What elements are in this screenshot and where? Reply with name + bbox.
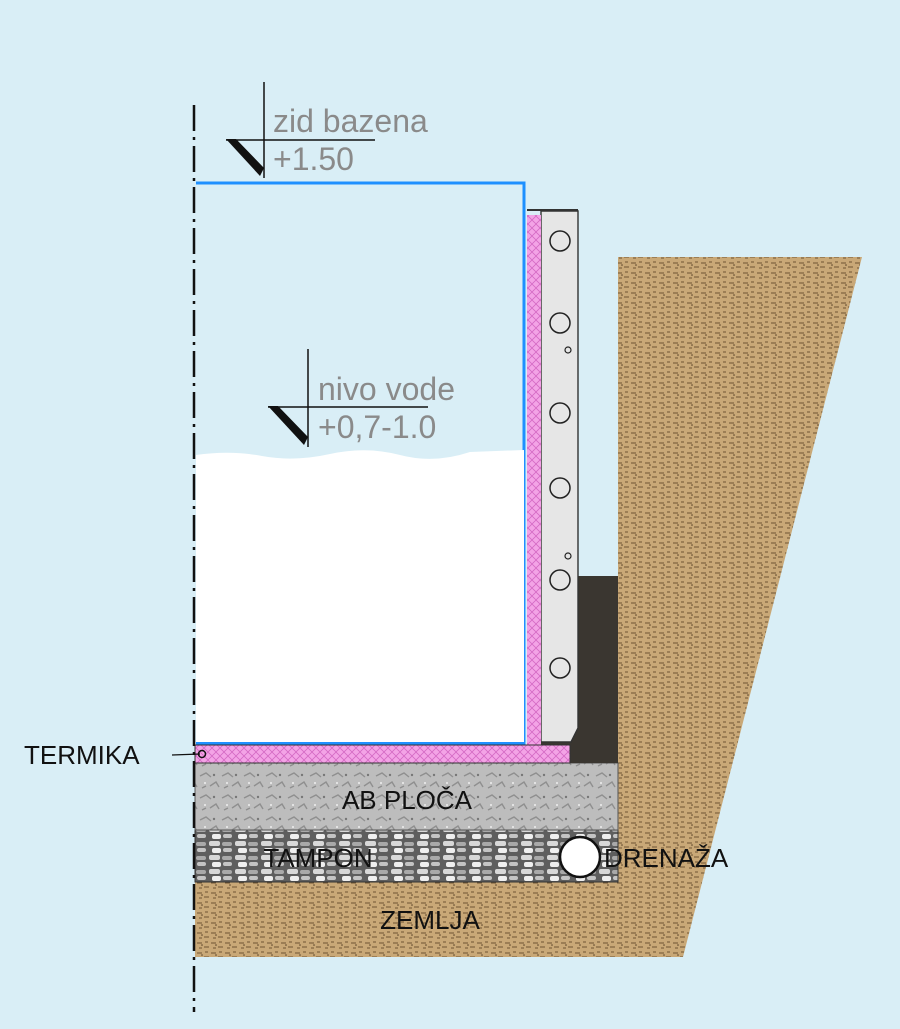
panel-hole bbox=[564, 346, 572, 354]
drainage-label: DRENAŽA bbox=[604, 843, 729, 873]
water-level-name: nivo vode bbox=[318, 371, 455, 407]
soil-layer bbox=[195, 257, 862, 957]
panel-hole bbox=[549, 402, 571, 424]
gravel-label: TAMPON bbox=[263, 843, 372, 873]
panel-hole bbox=[549, 477, 571, 499]
slab-label: AB PLOČA bbox=[342, 785, 473, 815]
water-body bbox=[196, 450, 524, 742]
insulation-leader-dot bbox=[197, 749, 207, 759]
concrete-slab bbox=[194, 762, 619, 831]
insulation-leader bbox=[171, 753, 201, 756]
gravel-layer bbox=[194, 829, 619, 883]
panel-hole bbox=[549, 569, 571, 591]
panel-hole bbox=[564, 552, 572, 560]
panel-hole bbox=[549, 312, 571, 334]
water-level-value: +0,7-1.0 bbox=[318, 409, 436, 445]
wall-insulation bbox=[527, 215, 541, 745]
level-marker-wall: zid bazena +1.50 bbox=[226, 82, 428, 178]
wall-level-value: +1.50 bbox=[273, 141, 354, 177]
panel-hole bbox=[549, 657, 571, 679]
insulation-label: TERMIKA bbox=[24, 740, 140, 770]
panel-hole bbox=[549, 230, 571, 252]
steel-wall-panel bbox=[540, 210, 579, 743]
level-marker-water: nivo vode +0,7-1.0 bbox=[268, 349, 455, 447]
floor-insulation bbox=[194, 744, 571, 764]
drainage-pipe bbox=[558, 835, 602, 879]
soil-label: ZEMLJA bbox=[380, 905, 480, 935]
wall-level-name: zid bazena bbox=[273, 103, 428, 139]
